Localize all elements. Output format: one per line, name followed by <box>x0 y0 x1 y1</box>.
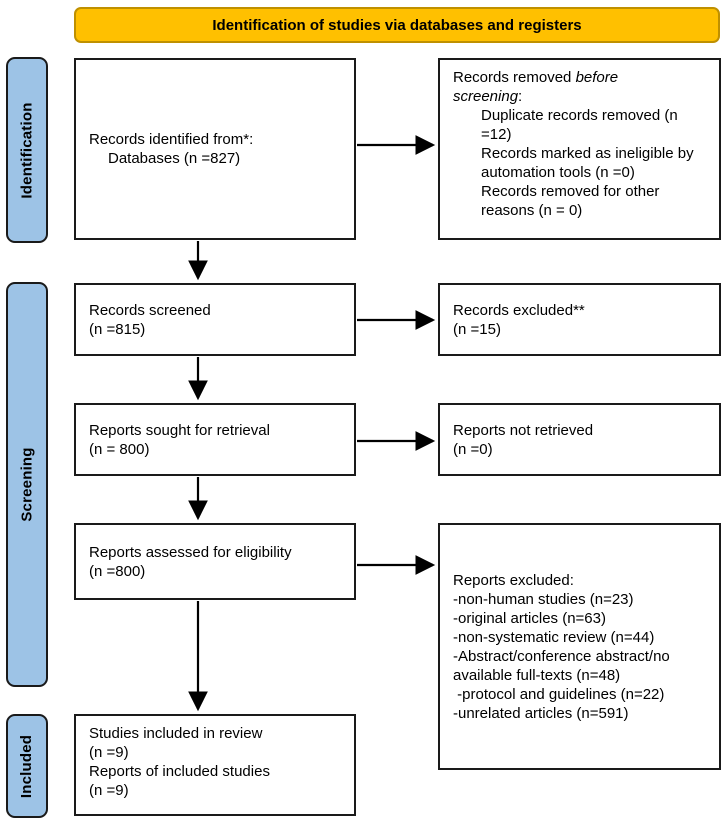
box-records-identified: Records identified from*: Databases (n =… <box>74 58 356 240</box>
stage-screening-text: Screening <box>18 447 36 522</box>
records-identified-line2: Databases (n =827) <box>108 150 241 167</box>
reports-assessed-line2: (n =800) <box>89 562 146 580</box>
studies-included-line1: Studies included in review <box>89 725 263 742</box>
records-removed-intro-suffix: : <box>518 88 523 105</box>
box-reports-sought: Reports sought for retrieval (n = 800) <box>74 403 356 476</box>
records-excluded-line2: (n =15) <box>453 320 501 338</box>
box-reports-excluded: Reports excluded: -non-human studies (n=… <box>438 523 721 770</box>
records-removed-intro: Records removed before screening: <box>453 68 679 106</box>
reports-excluded-item-unrelated: -unrelated articles (n=591) <box>453 704 629 722</box>
reports-assessed-line1: Reports assessed for eligibility <box>89 543 292 561</box>
records-removed-intro-prefix: Records removed <box>453 69 576 86</box>
box-reports-not-retrieved: Reports not retrieved (n =0) <box>438 403 721 476</box>
reports-excluded-title: Reports excluded: <box>453 571 574 589</box>
box-reports-assessed: Reports assessed for eligibility (n =800… <box>74 523 356 600</box>
reports-excluded-item-abstract: -Abstract/conference abstract/no availab… <box>453 647 674 684</box>
stage-label-included: Included <box>6 714 48 818</box>
records-screened-line1: Records screened <box>89 301 211 319</box>
reports-not-retrieved-line1: Reports not retrieved <box>453 421 594 439</box>
records-excluded-line1: Records excluded** <box>453 301 585 319</box>
box-records-screened: Records screened (n =815) <box>74 283 356 356</box>
stage-label-screening: Screening <box>6 282 48 687</box>
stage-label-identification: Identification <box>6 57 48 243</box>
records-identified-line1: Records identified from*: <box>89 131 254 148</box>
box-records-excluded: Records excluded** (n =15) <box>438 283 721 356</box>
diagram-title-banner: Identification of studies via databases … <box>74 7 720 43</box>
records-removed-intro-italic: before screening <box>453 69 619 105</box>
reports-excluded-item-nonsystematic: -non-systematic review (n=44) <box>453 628 655 646</box>
diagram-title: Identification of studies via databases … <box>212 16 582 34</box>
stage-included-text: Included <box>18 734 36 798</box>
box-records-removed: Records removed before screening: Duplic… <box>438 58 721 240</box>
records-removed-item-automation: Records marked as ineligible by automati… <box>481 145 694 181</box>
reports-excluded-item-protocol: -protocol and guidelines (n=22) <box>453 685 665 703</box>
studies-included-line3: Reports of included studies <box>89 763 270 780</box>
reports-excluded-item-original: -original articles (n=63) <box>453 609 606 627</box>
reports-sought-line1: Reports sought for retrieval <box>89 421 270 439</box>
reports-not-retrieved-line2: (n =0) <box>453 440 493 458</box>
reports-excluded-item-nonhuman: -non-human studies (n=23) <box>453 590 634 608</box>
records-removed-item-duplicates: Duplicate records removed (n =12) <box>481 107 678 143</box>
records-screened-line2: (n =815) <box>89 320 146 338</box>
stage-identification-text: Identification <box>18 101 36 199</box>
studies-included-line2: (n =9) <box>89 744 129 761</box>
studies-included-line4: (n =9) <box>89 782 129 799</box>
records-removed-item-other: Records removed for other reasons (n = 0… <box>481 183 660 219</box>
box-studies-included: Studies included in review (n =9) Report… <box>74 714 356 816</box>
reports-sought-line2: (n = 800) <box>89 440 150 458</box>
